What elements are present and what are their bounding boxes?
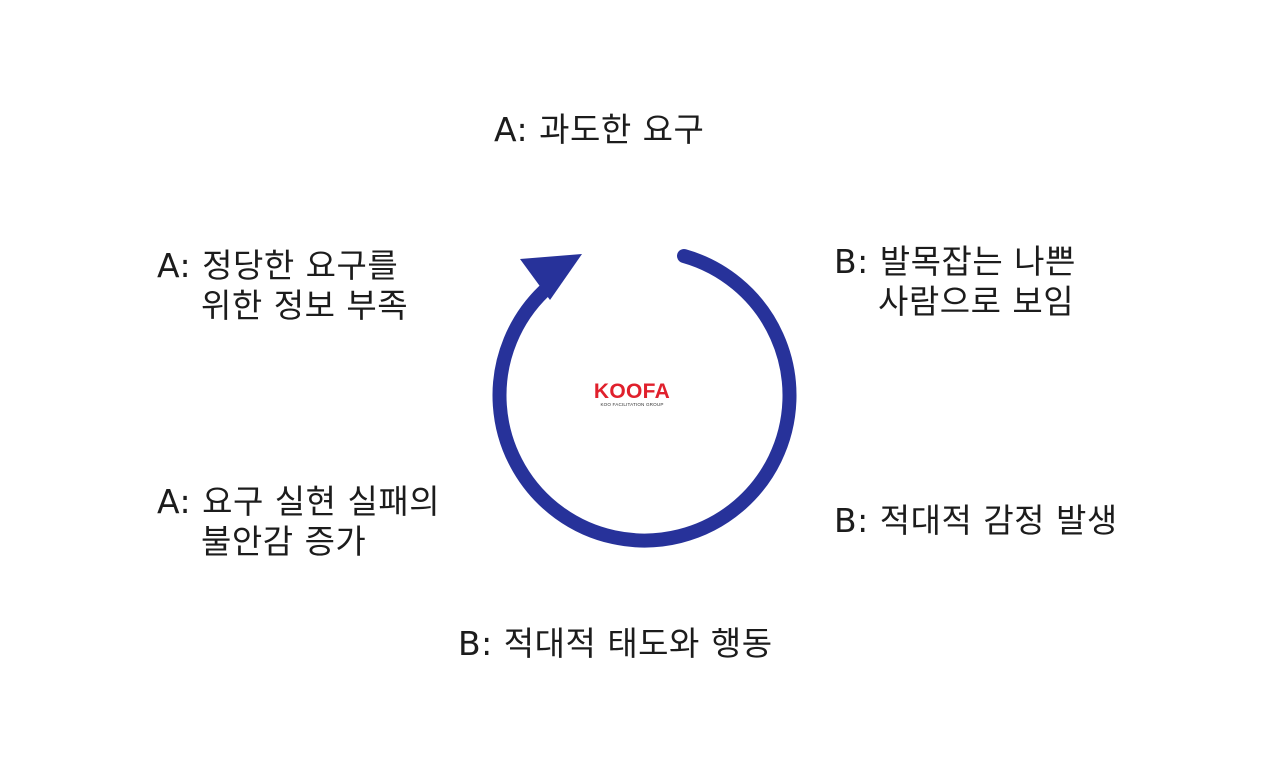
logo-tagline: KOO FACILITATION GROUP [600,402,664,407]
step-upper-right: B: 발목잡는 나쁜 사람으로 보임 [834,242,1076,322]
step-lower-right: B: 적대적 감정 발생 [834,501,1118,541]
step-upper-right-line-2: 사람으로 보임 [878,282,1075,321]
step-top: A: 과도한 요구 [494,110,704,150]
step-lower-right-line-1: B: 적대적 감정 발생 [834,501,1118,540]
cycle-arrow-head [520,254,582,300]
step-lower-left: A: 요구 실현 실패의 불안감 증가 [157,482,440,562]
logo-wordmark: KOOFA [593,380,671,403]
step-bottom-line-1: B: 적대적 태도와 행동 [458,624,773,663]
step-upper-left-line-2: 위한 정보 부족 [201,286,409,325]
step-lower-left-line-2: 불안감 증가 [201,522,367,561]
step-upper-right-line-1: B: 발목잡는 나쁜 [834,242,1076,281]
step-bottom: B: 적대적 태도와 행동 [458,624,773,664]
step-lower-left-line-1: A: 요구 실현 실패의 [157,482,441,521]
step-upper-left: A: 정당한 요구를 위한 정보 부족 [157,246,408,326]
step-upper-left-line-1: A: 정당한 요구를 [157,246,399,285]
koofa-logo: KOOFA KOO FACILITATION GROUP [586,381,678,408]
step-top-line-1: A: 과도한 요구 [494,110,705,149]
cycle-arrow-arc [492,249,797,548]
